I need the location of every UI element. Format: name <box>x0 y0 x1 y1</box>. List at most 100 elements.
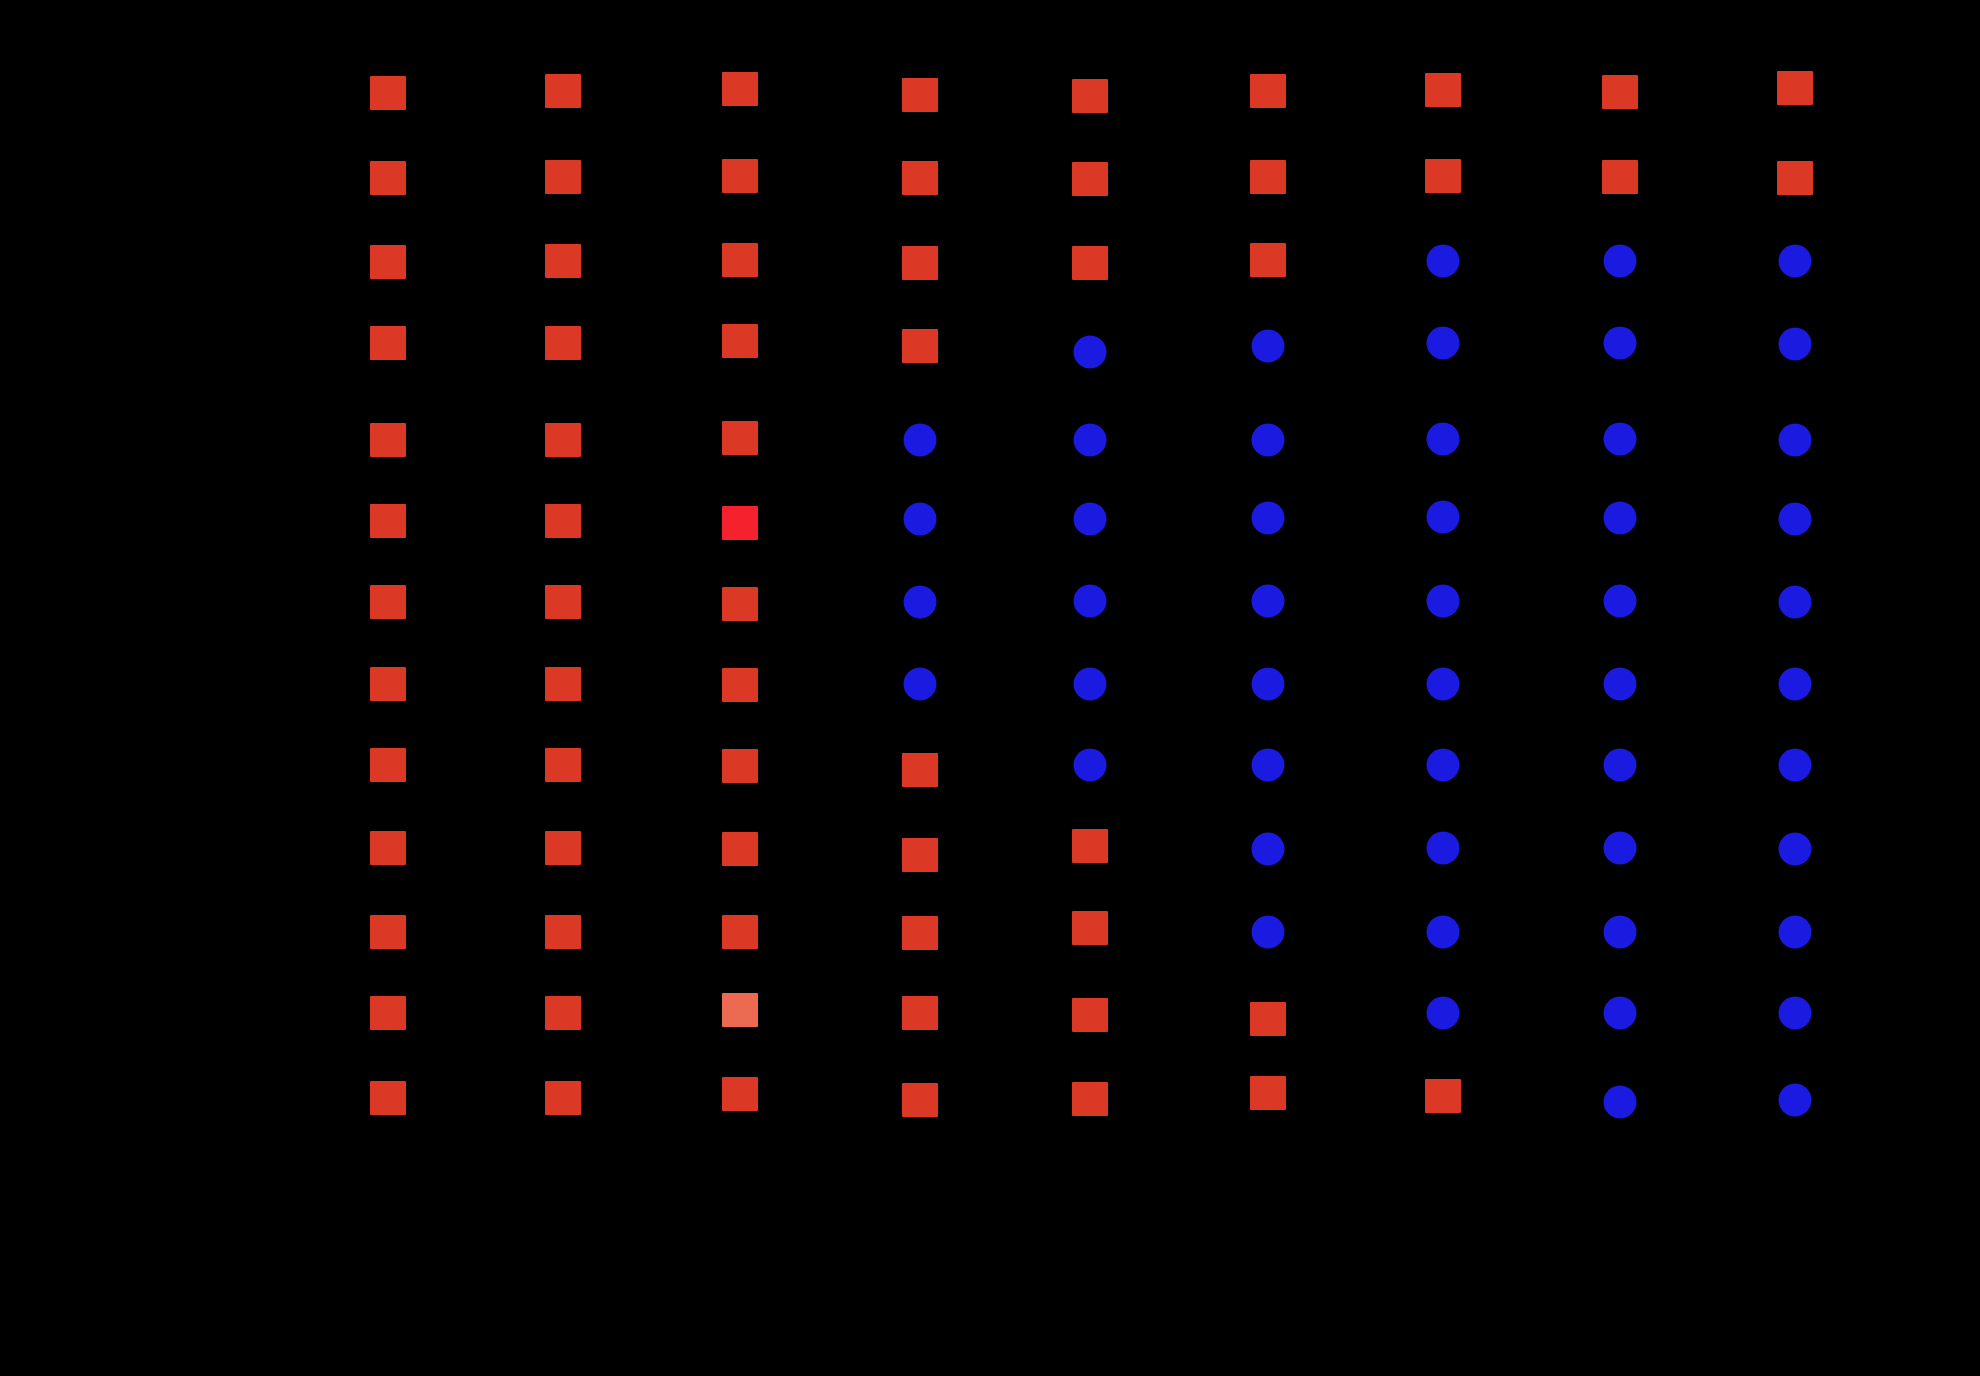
data-point-circle <box>1603 422 1637 456</box>
data-point-circle <box>1426 584 1460 618</box>
data-point-square <box>722 506 758 540</box>
data-point-circle <box>1251 423 1285 457</box>
data-point-square <box>902 1083 938 1117</box>
data-point-square <box>722 72 758 106</box>
data-point-square <box>545 585 581 619</box>
data-point-square <box>1072 829 1108 863</box>
data-point-circle <box>1251 501 1285 535</box>
data-point-square <box>1072 998 1108 1032</box>
data-point-circle <box>1778 244 1812 278</box>
data-point-square <box>545 915 581 949</box>
data-point-square <box>1250 1076 1286 1110</box>
data-point-square <box>722 587 758 621</box>
data-point-circle <box>903 667 937 701</box>
data-point-square <box>370 76 406 110</box>
data-point-square <box>545 504 581 538</box>
data-point-circle <box>1251 915 1285 949</box>
data-point-circle <box>1251 667 1285 701</box>
data-point-circle <box>1603 996 1637 1030</box>
data-point-square <box>545 996 581 1030</box>
data-point-circle <box>1603 584 1637 618</box>
data-point-circle <box>1073 502 1107 536</box>
data-point-square <box>902 329 938 363</box>
data-point-square <box>722 668 758 702</box>
data-point-square <box>370 161 406 195</box>
data-point-square <box>1250 243 1286 277</box>
data-point-square <box>722 1077 758 1111</box>
data-point-square <box>370 667 406 701</box>
data-point-square <box>1425 159 1461 193</box>
data-point-square <box>902 838 938 872</box>
data-point-circle <box>1778 327 1812 361</box>
data-point-circle <box>1426 915 1460 949</box>
data-point-circle <box>1778 996 1812 1030</box>
data-point-square <box>370 585 406 619</box>
data-point-circle <box>1603 1085 1637 1119</box>
data-point-square <box>370 831 406 865</box>
data-point-square <box>370 504 406 538</box>
data-point-square <box>722 421 758 455</box>
data-point-square <box>370 1081 406 1115</box>
data-point-square <box>545 667 581 701</box>
data-point-circle <box>1778 1083 1812 1117</box>
data-point-circle <box>1251 832 1285 866</box>
data-point-square <box>1072 246 1108 280</box>
data-point-square <box>722 243 758 277</box>
data-point-square <box>722 749 758 783</box>
data-point-square <box>545 74 581 108</box>
data-point-square <box>902 996 938 1030</box>
data-point-circle <box>1778 585 1812 619</box>
data-point-square <box>722 159 758 193</box>
data-point-square <box>1602 75 1638 109</box>
data-point-square <box>722 832 758 866</box>
data-point-circle <box>1778 748 1812 782</box>
data-point-square <box>545 326 581 360</box>
data-point-square <box>1072 1082 1108 1116</box>
data-point-circle <box>1778 423 1812 457</box>
data-point-square <box>545 748 581 782</box>
data-point-square <box>902 916 938 950</box>
data-point-circle <box>1073 335 1107 369</box>
data-point-square <box>1250 1002 1286 1036</box>
data-point-circle <box>1426 500 1460 534</box>
data-point-circle <box>1426 326 1460 360</box>
data-point-circle <box>1251 329 1285 363</box>
data-point-square <box>902 161 938 195</box>
data-point-square <box>1425 1079 1461 1113</box>
data-point-circle <box>1073 748 1107 782</box>
data-point-square <box>722 915 758 949</box>
data-point-square <box>545 1081 581 1115</box>
data-point-square <box>1777 71 1813 105</box>
data-point-square <box>1072 79 1108 113</box>
data-point-circle <box>1251 748 1285 782</box>
data-point-square <box>370 915 406 949</box>
data-point-circle <box>1073 584 1107 618</box>
data-point-circle <box>1426 996 1460 1030</box>
data-point-square <box>1072 162 1108 196</box>
data-point-circle <box>1603 501 1637 535</box>
data-point-square <box>722 993 758 1027</box>
data-point-circle <box>1778 667 1812 701</box>
data-point-circle <box>1073 423 1107 457</box>
data-point-circle <box>1426 422 1460 456</box>
data-point-circle <box>1603 831 1637 865</box>
data-point-square <box>545 244 581 278</box>
data-point-square <box>1425 73 1461 107</box>
data-point-square <box>545 423 581 457</box>
data-point-circle <box>1603 667 1637 701</box>
data-point-square <box>1072 911 1108 945</box>
data-point-square <box>1602 160 1638 194</box>
data-point-circle <box>1778 915 1812 949</box>
data-point-square <box>1250 160 1286 194</box>
data-point-circle <box>903 502 937 536</box>
data-point-circle <box>1073 667 1107 701</box>
data-point-square <box>370 423 406 457</box>
data-point-square <box>370 245 406 279</box>
data-point-square <box>545 160 581 194</box>
data-point-square <box>545 831 581 865</box>
data-point-square <box>902 753 938 787</box>
data-point-circle <box>1603 326 1637 360</box>
data-point-circle <box>1603 748 1637 782</box>
data-point-circle <box>1603 915 1637 949</box>
data-point-square <box>370 748 406 782</box>
